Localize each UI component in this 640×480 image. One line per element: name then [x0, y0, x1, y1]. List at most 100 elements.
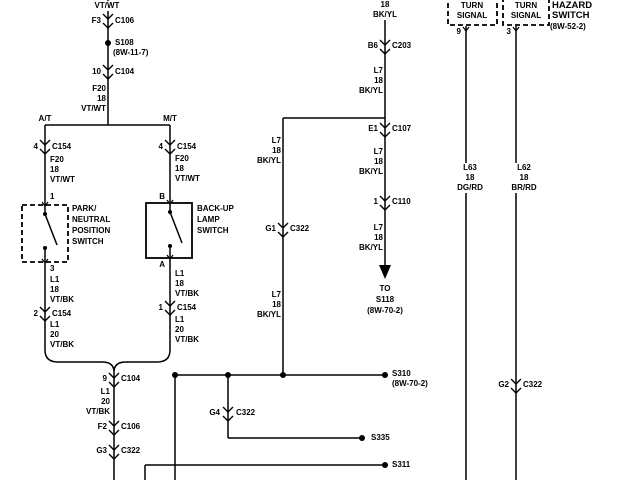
wire-spec: L1 20 VT/BK: [175, 315, 199, 345]
wire-gauge: 20: [101, 397, 110, 406]
connector-icon-c203: [379, 39, 391, 55]
component-name-line: BACK-UP: [197, 204, 234, 214]
component-name-line: TURN: [514, 1, 538, 11]
wire-spec: L1 20 VT/BK: [50, 320, 74, 350]
connector-icon-c107: [379, 122, 391, 138]
bkyl-wire: [282, 0, 386, 375]
wire-circuit: L1: [175, 269, 185, 278]
connector-name: C110: [392, 197, 411, 207]
wire-spec: L7 18 BK/YL: [359, 147, 383, 177]
pin-mark: [462, 26, 470, 32]
park-neutral-switch-box: [21, 204, 69, 263]
branch-tag-at: A/T: [38, 114, 52, 124]
connector-icon-c322-g3: [108, 444, 120, 460]
wire-gauge: 18: [519, 173, 529, 182]
component-name-line: HAZARD: [552, 0, 593, 11]
pin-mark: [166, 199, 174, 205]
switch-pin-label: B: [159, 192, 165, 202]
splice-ref: (8W-70-2): [367, 306, 403, 316]
connector-name: C106: [121, 422, 141, 432]
wire-circuit: L7: [271, 290, 281, 299]
splice-dot-s311: [382, 462, 388, 468]
wire-spec: L1 18 VT/BK: [50, 275, 74, 305]
connector-name: C203: [392, 41, 412, 51]
wire-circuit: L7: [373, 147, 383, 156]
wire-gauge: 18: [50, 285, 59, 294]
wire-circuit: L63: [463, 163, 477, 172]
wire-color: BK/YL: [373, 10, 397, 19]
wire-gauge: 18: [374, 157, 383, 166]
connector-name: C154: [52, 142, 72, 152]
connector-icon-c110: [379, 195, 391, 211]
wire-color: BK/YL: [359, 243, 383, 252]
wire-color: BK/YL: [359, 167, 383, 176]
wire-spec: L62 18 BR/RD: [511, 163, 537, 193]
wire-gauge: 18: [175, 164, 184, 173]
wire-gauge: 18: [272, 146, 281, 155]
connector-pin-label: E1: [368, 124, 378, 134]
splice-name: S118: [375, 295, 395, 305]
splice-dots: [43, 40, 388, 468]
connector-name: C322: [121, 446, 141, 456]
switch-terminal-dot: [43, 246, 47, 250]
splice-name: S311: [392, 460, 411, 470]
wire-circuit: L7: [271, 136, 281, 145]
wire-color: VT/BK: [86, 407, 110, 416]
wire-gauge: 18: [380, 0, 390, 9]
wire-color-label: VT/WT: [94, 1, 120, 11]
wire-spec: L7 18 BK/YL: [257, 136, 281, 166]
switch-pin-label: 1: [50, 192, 55, 202]
connector-pin-label: 1: [158, 303, 163, 313]
connector-pin-label: 4: [158, 142, 163, 152]
component-name-line: TURN: [460, 1, 484, 11]
switch-blade-icon: [44, 211, 183, 246]
connector-name: C106: [115, 16, 135, 26]
connector-icons: [39, 13, 522, 460]
connector-pin-label: G3: [96, 446, 107, 456]
switch-terminal-dot: [168, 244, 172, 248]
wire-gauge: 18: [374, 76, 383, 85]
junction-dot: [225, 372, 231, 378]
turn-signal-box-2: [502, 0, 550, 26]
wire-color: VT/BK: [175, 289, 199, 298]
pin-mark: [41, 201, 49, 207]
wire-color: VT/WT: [175, 174, 200, 183]
wire-gauge: 18: [465, 173, 475, 182]
wire-spec: 18 BK/YL: [373, 0, 397, 20]
wire-circuit: L7: [373, 66, 383, 75]
wire-spec: L7 18 BK/YL: [359, 223, 383, 253]
connector-name: C104: [121, 374, 141, 384]
wire-gauge: 18: [175, 279, 184, 288]
component-name-line: SWITCH: [552, 10, 590, 21]
connector-icon-c154-at-bottom: [39, 306, 51, 322]
switch-pin-label: 3: [506, 27, 511, 37]
connector-name: C322: [523, 380, 543, 390]
wire-color: VT/BK: [50, 295, 74, 304]
junction-dot: [172, 372, 178, 378]
connector-pin-label: G1: [265, 224, 276, 234]
switch-terminal-dot: [43, 212, 47, 216]
wire-color: VT/WT: [50, 175, 75, 184]
wire-color: DG/RD: [457, 183, 483, 192]
switch-pin-label: A: [159, 260, 165, 270]
pin-mark: [41, 258, 49, 264]
connector-name: C154: [177, 142, 197, 152]
splice-ref: (8W-11-7): [113, 48, 149, 58]
wire-circuit: L1: [175, 315, 185, 324]
wire-circuit: F20: [92, 84, 106, 93]
connector-pin-label: G2: [498, 380, 509, 390]
wire-circuit: L62: [517, 163, 531, 172]
pin-marks: [41, 26, 520, 264]
destination-to-label: TO: [379, 284, 391, 294]
wire-color: BK/YL: [257, 156, 281, 165]
splice-dot-s108: [105, 40, 111, 46]
component-name-line: NEUTRAL: [72, 215, 111, 225]
splice-dot-s310: [382, 372, 388, 378]
connector-pin-label: 9: [102, 374, 107, 384]
connector-name: C322: [236, 408, 256, 418]
splice-ref: (8W-70-2): [392, 379, 428, 389]
component-name-line: SIGNAL: [456, 11, 488, 21]
wire-spec: L63 18 DG/RD: [457, 163, 483, 193]
